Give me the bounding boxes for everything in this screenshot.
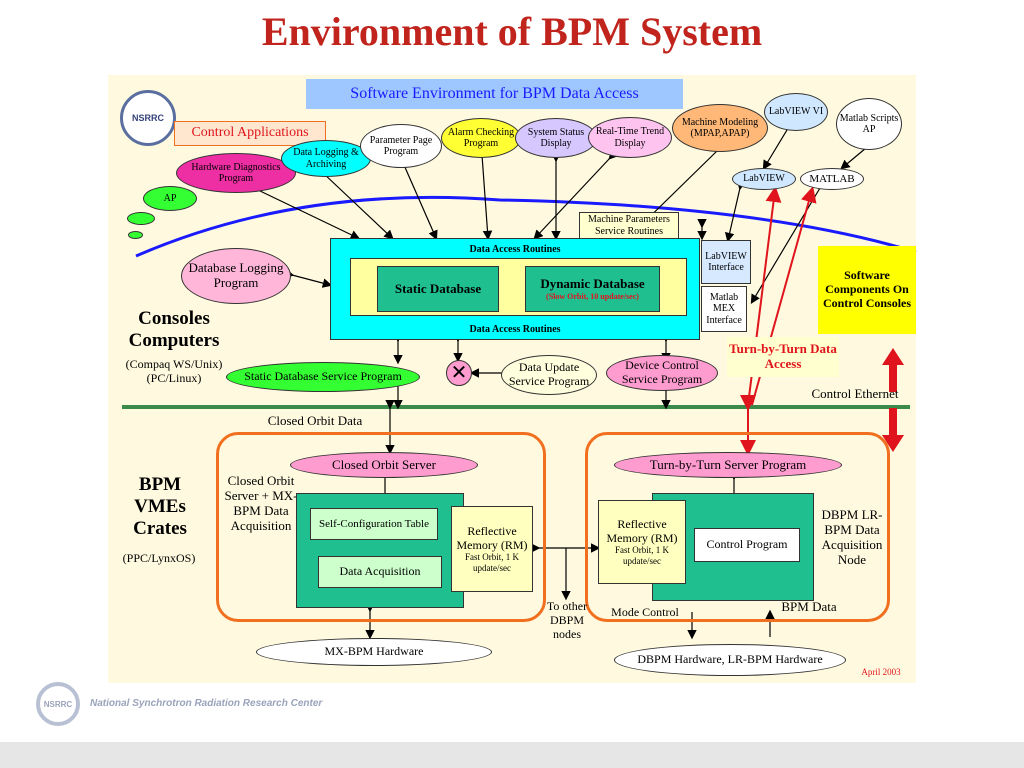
labview-interface-box: LabVIEW Interface <box>701 240 751 284</box>
alarm-checking-node: Alarm Checking Program <box>441 118 521 158</box>
rm-left-title: Reflective Memory (RM) <box>456 523 528 552</box>
merge-x-icon: ✕ <box>446 360 472 386</box>
turn-by-turn-server-node: Turn-by-Turn Server Program <box>614 452 842 478</box>
control-applications-label: Control Applications <box>174 121 326 146</box>
matlab-scripts-node: Matlab Scripts AP <box>836 98 902 150</box>
parameter-page-node: Parameter Page Program <box>360 124 442 168</box>
labview-vi-node: LabVIEW VI <box>764 93 828 131</box>
static-db-service-node: Static Database Service Program <box>226 362 420 392</box>
machine-parameters-box: Machine Parameters Service Routines <box>579 212 679 239</box>
page-title: Environment of BPM System <box>261 9 763 54</box>
footer-org-name: National Synchrotron Radiation Research … <box>90 698 323 709</box>
small-bubble-2 <box>128 231 143 239</box>
turn-by-turn-group <box>585 432 890 622</box>
reflective-memory-right: Reflective Memory (RM) Fast Orbit, 1 K u… <box>598 500 686 584</box>
bpm-vmes-title: BPM VMEs Crates <box>133 474 187 539</box>
footer-logo: NSRRC <box>36 682 80 726</box>
reflective-memory-left: Reflective Memory (RM) Fast Orbit, 1 K u… <box>451 506 533 592</box>
mx-bpm-hardware-node: MX-BPM Hardware <box>256 638 492 666</box>
matlab-mex-interface-box: Matlab MEX Interface <box>701 286 747 332</box>
mode-control-label: Mode Control <box>611 605 679 619</box>
data-access-routines-bottom: Data Access Routines <box>469 324 561 335</box>
rm-left-sub: Fast Orbit, 1 K update/sec <box>465 552 519 573</box>
real-time-trend-node: Real-Time Trend Display <box>588 117 672 158</box>
bpm-data-label: BPM Data <box>781 599 837 614</box>
software-env-label: Software Environment for BPM Data Access <box>306 79 683 109</box>
data-acquisition-box: Data Acquisition <box>318 556 442 588</box>
turn-by-turn-access-label: Turn-by-Turn Data Access <box>727 337 839 377</box>
bpm-vmes-sub: (PPC/LynxOS) <box>122 551 196 565</box>
ap-node: AP <box>143 186 197 211</box>
matlab-node: MATLAB <box>800 168 864 190</box>
closed-orbit-server-node: Closed Orbit Server <box>290 452 478 478</box>
closed-orbit-group <box>216 432 546 622</box>
red-updown-arrows <box>882 348 904 452</box>
closed-orbit-data-label: Closed Orbit Data <box>267 413 363 428</box>
labview-node: LabVIEW <box>732 168 796 190</box>
data-access-routines-top: Data Access Routines <box>469 244 561 255</box>
nsrrc-logo: NSRRC <box>120 90 176 146</box>
dbpm-desc: DBPM LR-BPM Data Acquisition Node <box>821 507 883 567</box>
machine-modeling-node: Machine Modeling (MPAP,APAP) <box>672 104 768 152</box>
self-config-table-box: Self-Configuration Table <box>310 508 438 540</box>
rm-right-sub: Fast Orbit, 1 K update/sec <box>615 545 669 566</box>
hardware-diagnostics-node: Hardware Diagnostics Program <box>176 153 296 193</box>
rm-right-title: Reflective Memory (RM) <box>606 516 678 545</box>
static-database-box: Static Database <box>377 266 499 312</box>
control-ethernet-label: Control Ethernet <box>811 386 899 401</box>
small-bubble-1 <box>127 212 155 225</box>
database-logging-node: Database Logging Program <box>181 248 291 304</box>
nsrrc-logo-text: NSRRC <box>131 113 164 123</box>
closed-orbit-desc: Closed Orbit Server + MX-BPM Data Acquis… <box>224 473 298 533</box>
dynamic-database-title: Dynamic Database <box>540 275 645 291</box>
software-components-box: Software Components On Control Consoles <box>818 246 916 334</box>
dbpm-hardware-node: DBPM Hardware, LR-BPM Hardware <box>614 644 846 676</box>
date-label: April 2003 <box>861 667 901 677</box>
system-status-node: System Status Display <box>515 118 597 158</box>
to-other-dbpm-label: To other DBPM nodes <box>546 599 588 641</box>
data-logging-node: Data Logging & Archiving <box>281 140 371 177</box>
bottom-band <box>0 742 1024 768</box>
footer-logo-text: NSRRC <box>43 699 73 709</box>
consoles-title: Consoles Computers <box>128 308 220 351</box>
consoles-sub: (Compaq WS/Unix) (PC/Linux) <box>125 357 223 385</box>
control-program-box: Control Program <box>694 528 800 562</box>
dynamic-database-box: Dynamic Database (Slow Orbit, 10 update/… <box>525 266 660 312</box>
dynamic-database-sub: (Slow Orbit, 10 update/sec) <box>546 291 639 301</box>
device-control-service-node: Device Control Service Program <box>606 355 718 391</box>
data-update-service-node: Data Update Service Program <box>501 355 597 395</box>
